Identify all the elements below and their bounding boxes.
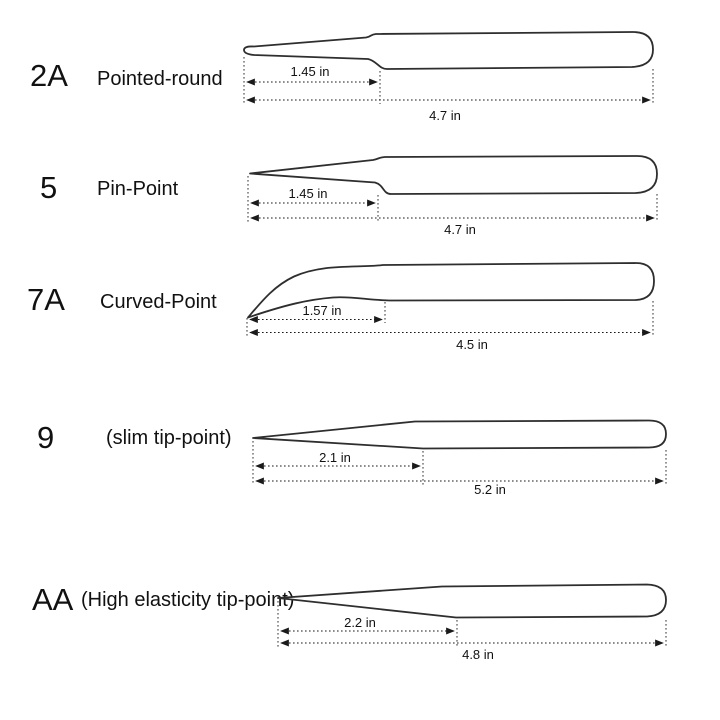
tweezer-outline (277, 583, 667, 619)
type-label-aa: (High elasticity tip-point) (81, 589, 295, 611)
tip-dimension-label: 1.45 in (288, 186, 327, 201)
total-dimension-label: 4.7 in (444, 222, 476, 237)
tweezer-outline (243, 31, 654, 70)
type-label-7a: Curved-Point (100, 291, 217, 313)
model-label-2a: 2A (30, 58, 68, 93)
tweezer-drawing-9: 2.1 in 5.2 in (252, 419, 667, 497)
tweezer-drawing-2a: 1.45 in 4.7 in (243, 31, 654, 123)
tip-dimension-label: 1.45 in (290, 64, 329, 79)
model-label-9: 9 (37, 420, 55, 455)
tweezer-outline (247, 262, 655, 319)
model-label-5: 5 (40, 170, 58, 205)
model-label-7a: 7A (27, 282, 65, 317)
type-label-9: (slim tip-point) (106, 427, 232, 449)
tweezer-drawing-5: 1.45 in 4.7 in (247, 155, 658, 237)
type-label-2a: Pointed-round (97, 68, 223, 90)
tweezer-outline (252, 419, 667, 450)
tweezer-drawing-7a: 1.57 in 4.5 in (246, 262, 655, 352)
tweezer-outline (249, 155, 658, 195)
tip-dimension-label: 1.57 in (302, 303, 341, 318)
total-dimension-label: 4.8 in (462, 647, 494, 662)
model-label-aa: AA (32, 582, 74, 617)
type-label-5: Pin-Point (97, 178, 179, 200)
total-dimension-label: 4.7 in (429, 108, 461, 123)
total-dimension-label: 5.2 in (474, 482, 506, 497)
tweezer-drawing-aa: 2.2 in 4.8 in (277, 583, 667, 662)
tip-dimension-label: 2.2 in (344, 615, 376, 630)
tip-dimension-label: 2.1 in (319, 450, 351, 465)
total-dimension-label: 4.5 in (456, 337, 488, 352)
